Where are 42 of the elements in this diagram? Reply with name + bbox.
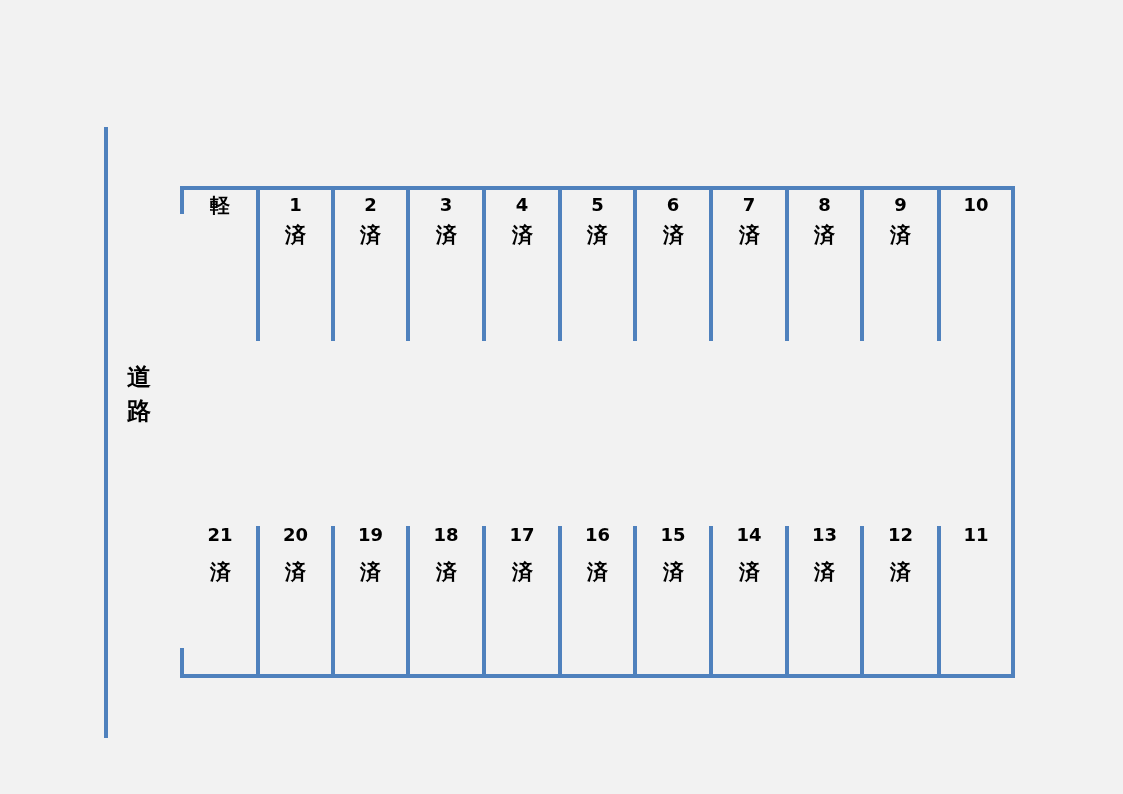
status-mark: 済 — [511, 224, 533, 248]
status-mark: 済 — [209, 561, 231, 585]
stall-number: 16 — [584, 525, 611, 545]
status-mark: 済 — [285, 561, 306, 585]
stall-number: 14 — [736, 525, 762, 545]
stall-number: 12 — [887, 525, 914, 545]
stall-number: 20 — [282, 525, 309, 545]
road-label: 道路 — [127, 362, 151, 427]
status-mark: 済 — [360, 224, 381, 248]
stall-number: 11 — [963, 525, 989, 545]
stall-number: 18 — [433, 525, 459, 545]
stall-number: 10 — [963, 195, 989, 215]
stall-number: 15 — [660, 525, 686, 545]
stall-number: 2 — [364, 195, 377, 215]
status-mark: 済 — [662, 224, 684, 248]
stall-number: 4 — [515, 195, 529, 215]
stall-number: 1 — [289, 195, 302, 215]
status-mark: 済 — [738, 561, 760, 585]
stall-number: 21 — [207, 525, 233, 545]
stall-number: 9 — [894, 195, 907, 215]
status-mark: 済 — [435, 224, 457, 248]
status-mark: 済 — [587, 224, 608, 248]
status-mark: 済 — [587, 561, 608, 585]
status-mark: 済 — [814, 561, 835, 585]
status-mark: 済 — [814, 224, 835, 248]
stall-number: 13 — [811, 525, 838, 545]
stall-number: 3 — [439, 195, 453, 215]
status-mark: 済 — [435, 561, 457, 585]
stall-number: 5 — [591, 195, 604, 215]
status-mark: 済 — [285, 224, 306, 248]
status-mark: 済 — [360, 561, 381, 585]
stall-number: 7 — [742, 195, 756, 215]
status-mark: 済 — [890, 561, 911, 585]
stall-type-label: 軽 — [210, 194, 230, 216]
status-mark: 済 — [738, 224, 760, 248]
stall-number: 17 — [509, 525, 535, 545]
status-mark: 済 — [890, 224, 911, 248]
status-mark: 済 — [662, 561, 684, 585]
stall-number: 8 — [818, 195, 831, 215]
status-mark: 済 — [511, 561, 533, 585]
stall-number: 6 — [666, 195, 680, 215]
stall-number: 19 — [357, 525, 384, 545]
